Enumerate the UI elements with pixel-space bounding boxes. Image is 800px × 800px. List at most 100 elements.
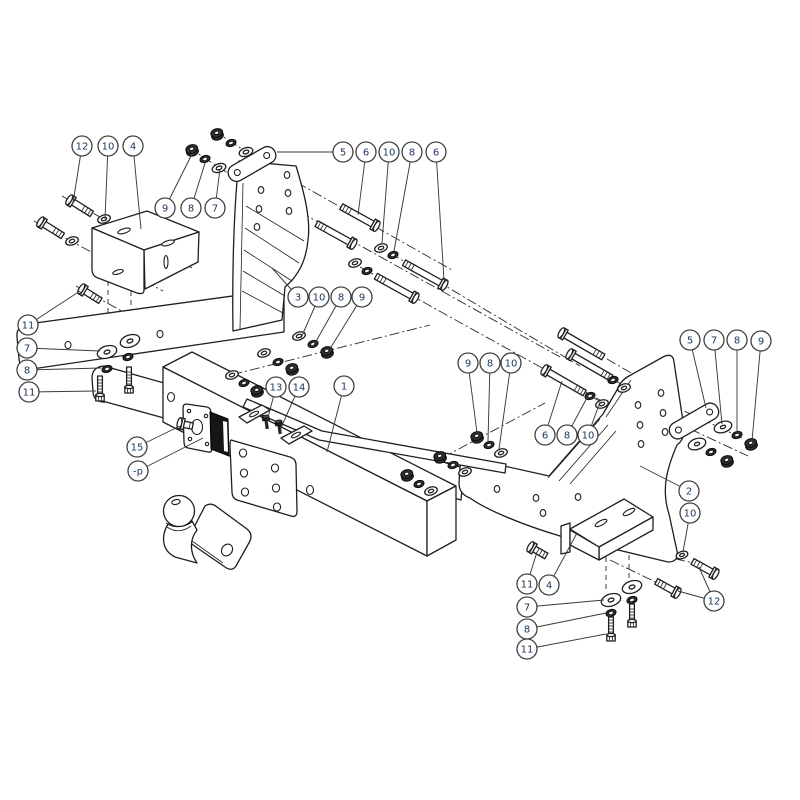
- hex-bolt: [401, 259, 449, 291]
- callout-10: 10: [378, 141, 400, 244]
- callout-11: 11: [17, 290, 81, 336]
- callout-balloon: [355, 141, 377, 163]
- hex-bolt: [36, 216, 66, 240]
- callout-10: 10: [498, 352, 522, 450]
- callout-8: 8: [556, 393, 590, 446]
- callout-10: 10: [577, 401, 601, 446]
- callout-12: 12: [677, 566, 725, 612]
- hex-nut: [210, 128, 224, 141]
- callout-balloon: [679, 502, 701, 524]
- callout-label: 1: [341, 382, 347, 393]
- callout-balloon: [678, 480, 700, 502]
- callout-label: 11: [521, 645, 534, 656]
- callout-balloon: [500, 352, 522, 374]
- flat-washer: [211, 162, 227, 174]
- callout-label: 4: [546, 581, 552, 592]
- link-plate-right: [668, 402, 720, 440]
- callout-label: 8: [24, 366, 30, 377]
- spring-washer: [238, 378, 250, 388]
- callout-4: 4: [122, 135, 144, 230]
- callout-label: 8: [564, 431, 570, 442]
- hex-nut: [185, 144, 199, 157]
- callout-label: 9: [162, 204, 168, 215]
- spring-washer: [272, 357, 284, 367]
- callout-balloon: [577, 424, 599, 446]
- stud-bolt: [606, 616, 616, 642]
- spring-washer: [607, 375, 619, 385]
- hex-nut: [433, 451, 447, 464]
- callout-balloon: [556, 424, 578, 446]
- callout-14: 14: [279, 376, 310, 431]
- callout-2: 2: [639, 465, 700, 502]
- callout-balloon: [332, 141, 354, 163]
- callout-label: 15: [131, 443, 144, 454]
- callout-9: 9: [457, 352, 479, 434]
- callout-label: 10: [383, 148, 396, 159]
- callout-label: 9: [465, 359, 471, 370]
- callout-balloon: [333, 375, 355, 397]
- spring-washer: [413, 479, 425, 489]
- hex-nut: [400, 469, 414, 482]
- callout-balloon: [154, 197, 176, 219]
- callout-9: 9: [750, 330, 772, 442]
- callout-1: 1: [326, 375, 355, 453]
- spring-washer: [447, 460, 459, 470]
- callout-balloon: [516, 638, 538, 660]
- callout-label: 9: [758, 337, 764, 348]
- spring-washer: [626, 595, 638, 605]
- callout-balloon: [287, 286, 309, 308]
- callout-balloon: [18, 381, 40, 403]
- callout-6: 6: [355, 141, 377, 216]
- spring-washer: [307, 339, 319, 349]
- spring-washer: [101, 364, 113, 374]
- big-washer: [713, 420, 733, 434]
- callout-4: 4: [538, 532, 578, 596]
- flat-washer: [348, 258, 362, 268]
- callout-label: 10: [684, 509, 697, 520]
- callout-balloon: [330, 286, 352, 308]
- callout-label: 12: [708, 597, 721, 608]
- callout-label: 10: [313, 293, 326, 304]
- callout-label: 7: [711, 336, 717, 347]
- callout-label: 11: [22, 321, 35, 332]
- set-screw: [274, 419, 283, 435]
- callout-10: 10: [679, 502, 701, 553]
- towball-assembly: [162, 494, 252, 570]
- callout-label: 6: [542, 431, 548, 442]
- hex-bolt: [65, 194, 95, 218]
- callout-balloon: [516, 573, 538, 595]
- callout-8: 8: [180, 159, 207, 219]
- callout-3: 3: [271, 267, 309, 308]
- callout-label: 2: [686, 487, 692, 498]
- stud-bolt: [124, 366, 134, 394]
- spring-washer: [122, 352, 134, 362]
- callout-label: 7: [24, 344, 30, 355]
- callout-balloon: [516, 596, 538, 618]
- callout--p: -p: [127, 437, 204, 482]
- callout-balloon: [308, 286, 330, 308]
- callout-label: 8: [409, 148, 415, 159]
- hex-bolt: [654, 577, 682, 599]
- callout-balloon: [204, 197, 226, 219]
- callout-label: 10: [505, 359, 518, 370]
- big-washer: [687, 437, 707, 451]
- callout-8: 8: [726, 329, 748, 432]
- callout-12: 12: [71, 135, 93, 204]
- hex-bolt: [557, 327, 606, 361]
- spring-washer: [361, 266, 373, 276]
- hex-nut: [720, 455, 734, 468]
- big-washer: [119, 333, 141, 349]
- callout-balloon: [457, 352, 479, 374]
- callout-label: 13: [270, 383, 283, 394]
- hex-bolt: [314, 220, 358, 250]
- hex-nut: [285, 363, 299, 376]
- hex-bolt: [77, 283, 103, 305]
- link-plate-top: [227, 145, 277, 183]
- spring-washer: [483, 440, 495, 450]
- callout-6: 6: [534, 380, 563, 446]
- callout-label: 8: [188, 204, 194, 215]
- hat-bracket-top-left: [91, 210, 200, 295]
- callout-balloon: [703, 329, 725, 351]
